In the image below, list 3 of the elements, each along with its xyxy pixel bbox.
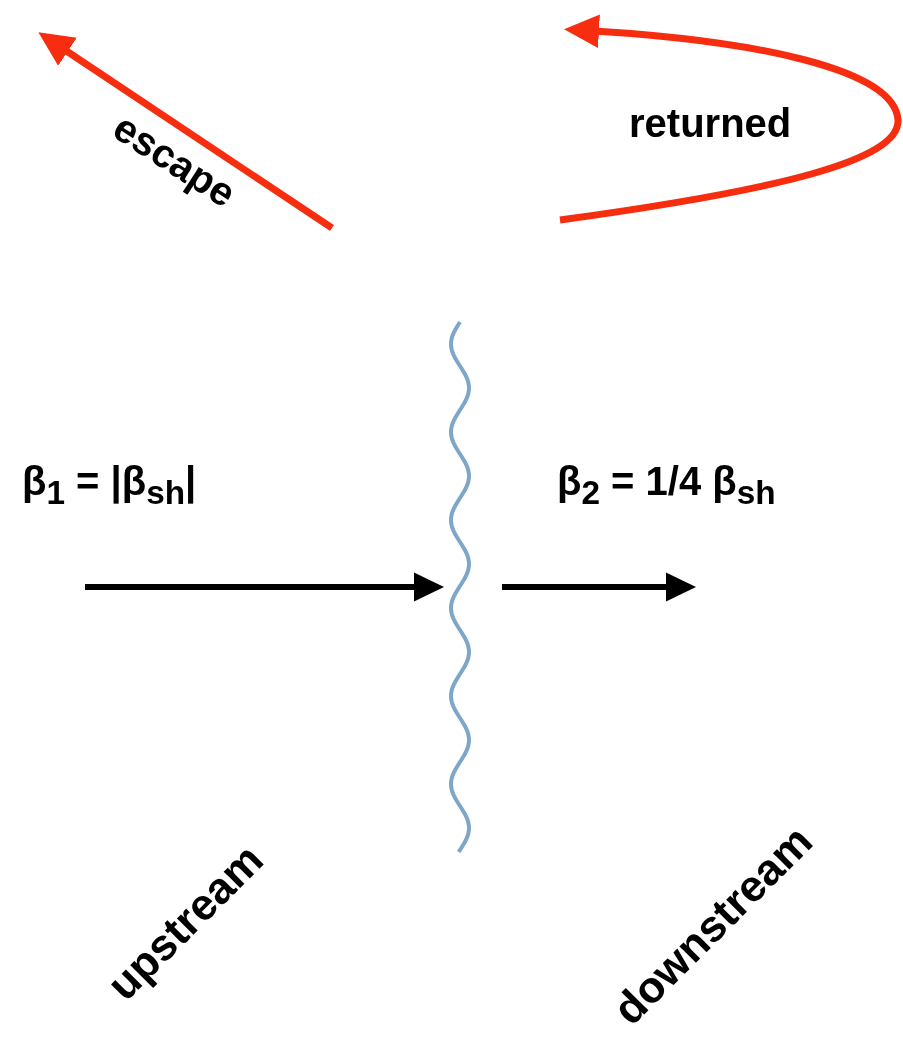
velocity-formula: β$_{2}$ = 1/4 β$_{sh}$ <box>557 461 776 510</box>
arrow-label: returned <box>629 103 792 143</box>
velocity-formula: β$_{1}$ = |β$_{sh}$| <box>22 461 197 510</box>
